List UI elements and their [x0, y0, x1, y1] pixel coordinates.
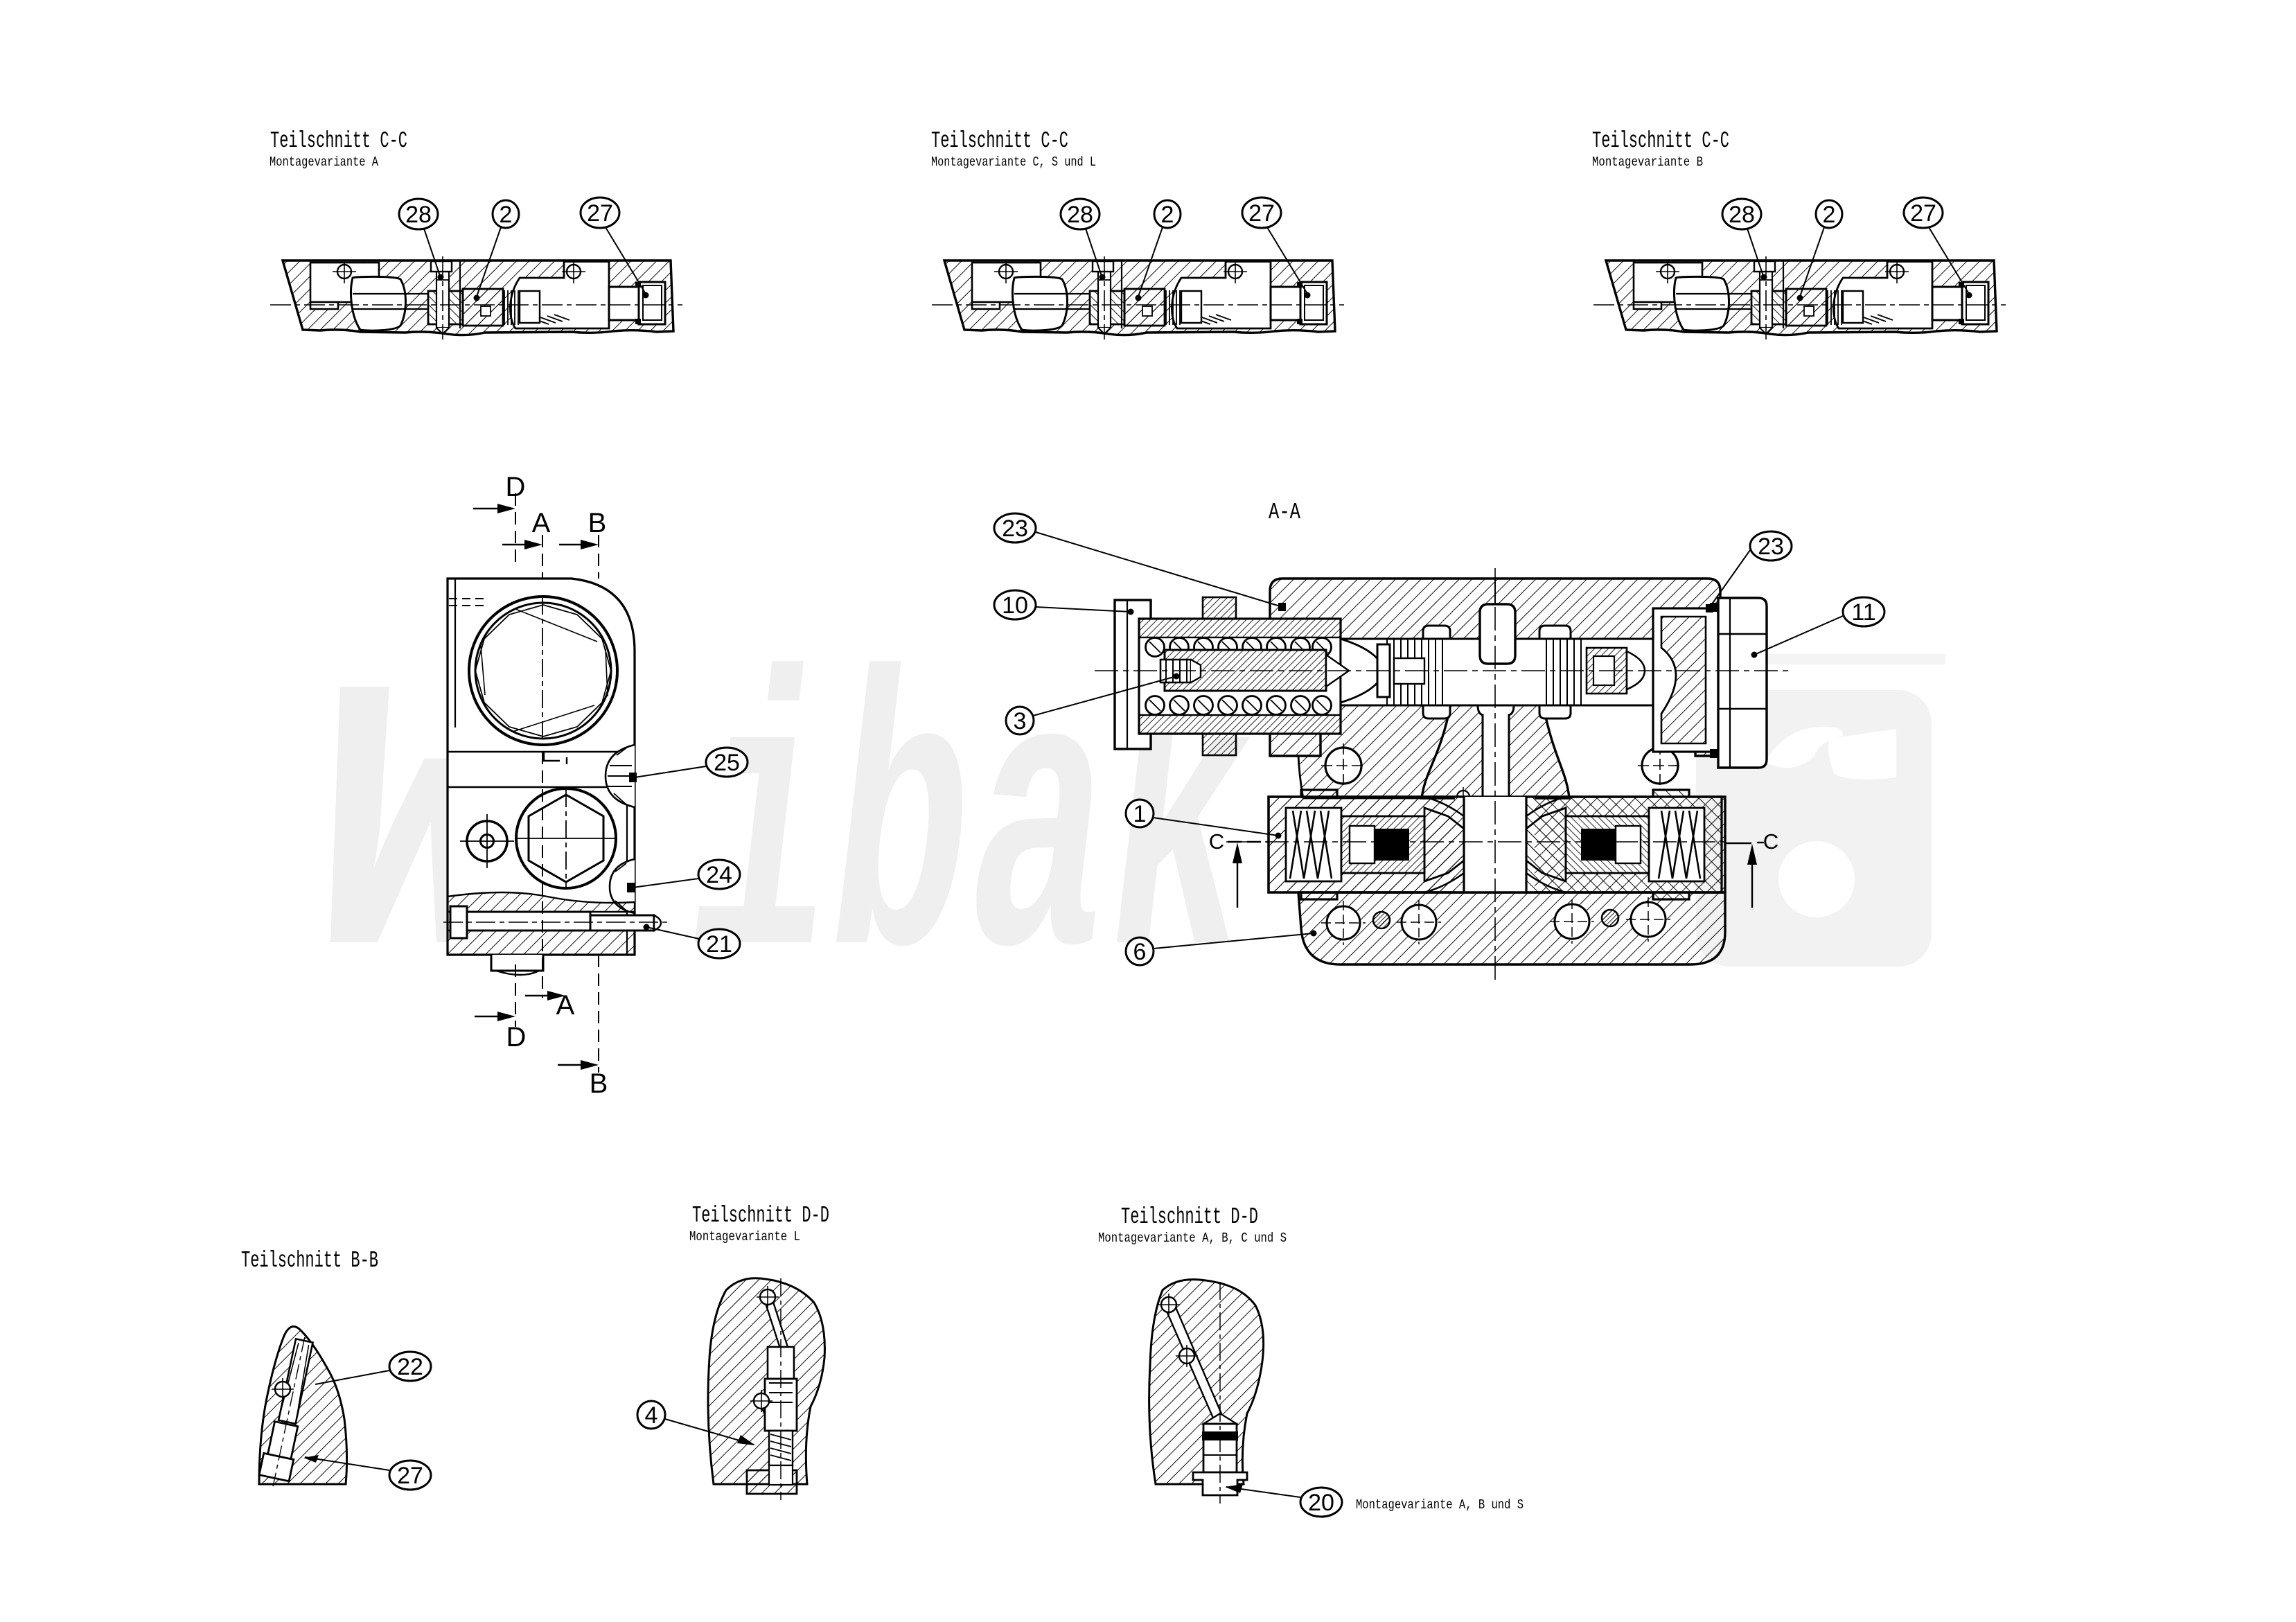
svg-text:10: 10 [1002, 592, 1028, 619]
svg-text:4: 4 [645, 1402, 658, 1429]
svg-text:D: D [506, 472, 526, 502]
svg-text:1: 1 [1133, 801, 1147, 827]
svg-text:20: 20 [1308, 1490, 1334, 1516]
svg-text:A: A [532, 508, 551, 538]
svg-text:6: 6 [1133, 939, 1147, 965]
svg-text:25: 25 [714, 750, 740, 776]
svg-text:Montagevariante A, B und S: Montagevariante A, B und S [1356, 1497, 1524, 1513]
svg-text:21: 21 [706, 931, 732, 958]
svg-text:Teilschnitt B-B: Teilschnitt B-B [241, 1248, 378, 1273]
svg-text:Teilschnitt D-D: Teilschnitt D-D [692, 1203, 829, 1228]
svg-text:23: 23 [1758, 534, 1784, 560]
svg-text:22: 22 [397, 1354, 423, 1380]
svg-text:Teilschnitt C-C: Teilschnitt C-C [1592, 128, 1729, 154]
svg-text:11: 11 [1851, 599, 1875, 626]
svg-text:Montagevariante A: Montagevariante A [270, 155, 378, 170]
svg-text:24: 24 [706, 862, 732, 888]
svg-text:Teilschnitt D-D: Teilschnitt D-D [1121, 1204, 1258, 1230]
svg-text:27: 27 [397, 1463, 423, 1489]
svg-text:B: B [588, 508, 607, 538]
svg-text:C: C [1763, 829, 1778, 854]
svg-text:Montagevariante C, S und L: Montagevariante C, S und L [931, 155, 1096, 170]
svg-text:C: C [1209, 829, 1224, 854]
svg-text:Teilschnitt C-C: Teilschnitt C-C [270, 128, 407, 154]
svg-text:Montagevariante A, B, C und S: Montagevariante A, B, C und S [1098, 1231, 1287, 1246]
svg-text:Montagevariante B: Montagevariante B [1592, 155, 1703, 170]
svg-text:23: 23 [1002, 515, 1028, 542]
svg-text:A-A: A-A [1269, 500, 1300, 525]
svg-text:Teilschnitt C-C: Teilschnitt C-C [931, 128, 1068, 154]
svg-text:D: D [506, 1022, 527, 1052]
svg-text:3: 3 [1014, 708, 1027, 734]
svg-text:B: B [590, 1068, 608, 1099]
svg-text:Montagevariante L: Montagevariante L [689, 1229, 800, 1244]
